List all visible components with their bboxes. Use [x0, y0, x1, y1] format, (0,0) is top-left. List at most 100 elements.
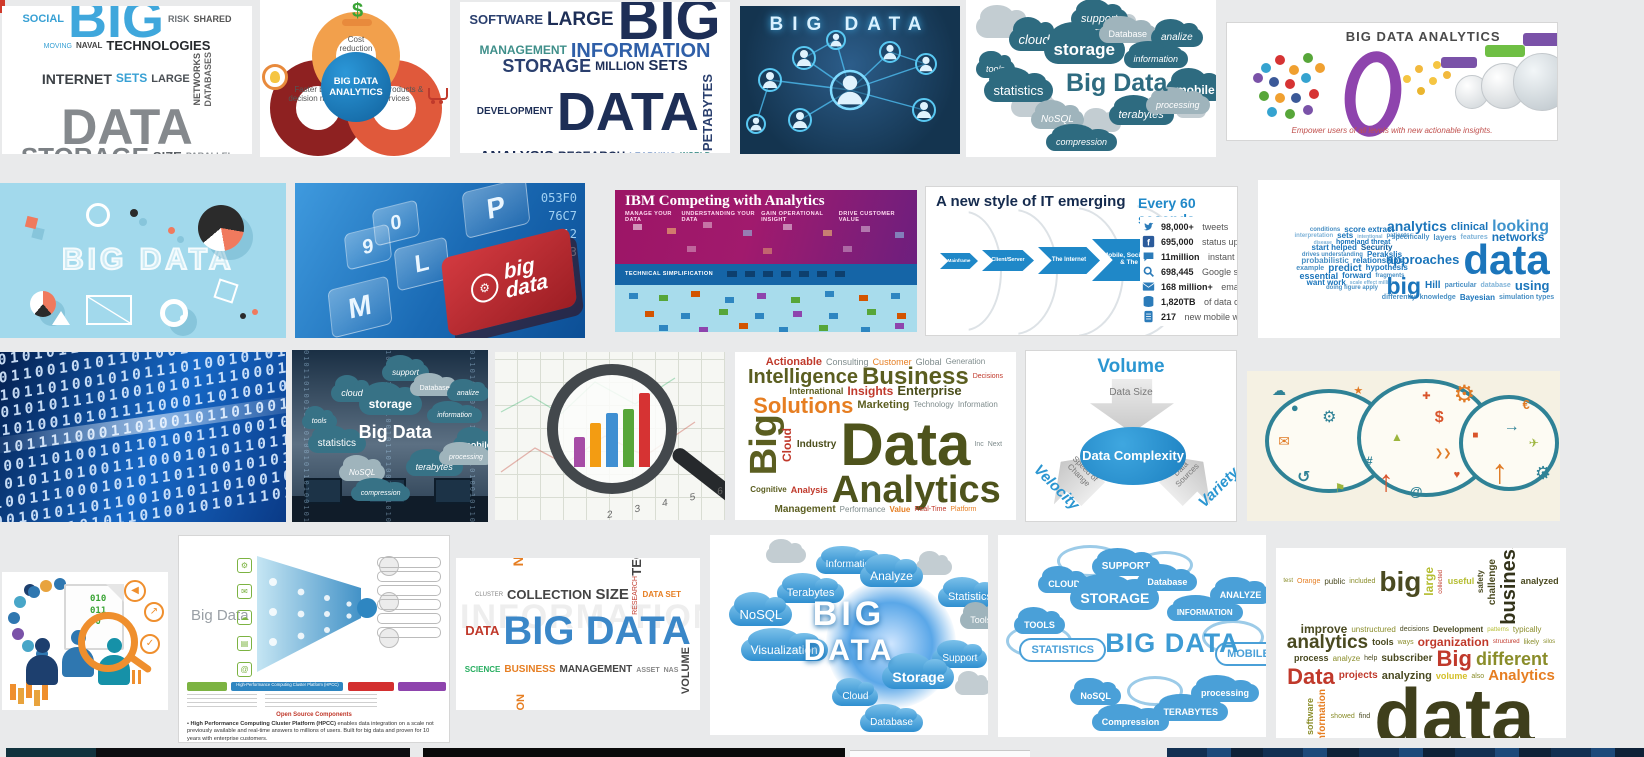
- word: included: [1349, 578, 1376, 586]
- word: Next: [987, 440, 1003, 448]
- trend-circle-icon: ↗: [144, 602, 164, 622]
- word: homeland threat: [1335, 238, 1391, 246]
- era-client-server: Client/Server: [982, 250, 1034, 271]
- magnifier-icon: [78, 612, 138, 672]
- word: ASSET: [636, 666, 660, 674]
- word: intentional: [1357, 233, 1383, 240]
- word: Inc: [974, 440, 984, 448]
- image-result-new-style-of-it-infographic[interactable]: A new style of IT emerging Mainframe Cli…: [925, 186, 1238, 336]
- word: Solutions: [753, 392, 854, 418]
- big-data-key-label: big data: [502, 253, 550, 304]
- green-icon-box: ☁: [237, 610, 252, 625]
- word: LARGE: [547, 9, 614, 31]
- word: INTERNET: [41, 70, 112, 87]
- word: database: [1480, 282, 1511, 289]
- word: Hill: [1425, 279, 1441, 291]
- word: SETS: [115, 71, 148, 86]
- next-row-image-top[interactable]: [423, 748, 845, 757]
- ring-label-decision: Faster better decision making: [288, 85, 346, 103]
- doodle-glyph-icon: ⚑: [1334, 481, 1346, 495]
- chart-box-shape: [86, 295, 132, 325]
- person-figure: [26, 638, 58, 685]
- cloud-label: Storage: [882, 653, 955, 689]
- word: big: [1379, 565, 1422, 597]
- doodle-glyph-icon: ★: [1353, 385, 1364, 397]
- monitor-silhouette: [434, 478, 472, 504]
- word: INFORMATION: [570, 40, 711, 63]
- label-box-green: [1485, 45, 1525, 57]
- word: STORAGE: [21, 144, 149, 154]
- cloud-label: Database: [1137, 564, 1198, 592]
- image-result-bigdata-keyboard-key[interactable]: P 0 9 L M ⚙ big data 053F0 76C7 12 23: [295, 183, 585, 338]
- sparkle-dots: [1403, 75, 1411, 83]
- word: RISK: [168, 14, 190, 25]
- green-icon-box: @: [237, 662, 252, 677]
- next-row-image-top[interactable]: [850, 750, 1030, 757]
- word: doing figure apply: [1326, 285, 1378, 292]
- social-icons-doodle: [1261, 63, 1271, 73]
- word: relationships: [1352, 256, 1403, 266]
- word: TECHNOLOGY: [629, 558, 644, 576]
- cloud-label: NoSQL: [1070, 677, 1121, 705]
- ibm-blue-blocks: [727, 271, 738, 278]
- word-cloud: SETHUNDREDSANALYTICSCOMPLEXSOCIALBIGRISK…: [2, 6, 252, 154]
- cloud-label: compression: [1046, 124, 1118, 152]
- stat-row: 1,820TB of data created: [1142, 294, 1237, 309]
- image-result-bigdata-people-network[interactable]: BIG DATA: [740, 6, 960, 154]
- chart-bar: [622, 409, 634, 467]
- cloud-shape: [765, 539, 806, 563]
- doodle-glyph-icon: €: [1522, 397, 1530, 412]
- square-shape: [24, 215, 39, 230]
- next-row-image-top[interactable]: [1167, 748, 1644, 757]
- twitter-icon: [1142, 220, 1155, 233]
- image-result-data-complexity-diagram[interactable]: Volume Data Size Data Complexity Speed o…: [1025, 350, 1237, 522]
- word: data: [1463, 236, 1550, 284]
- database-icon: [1142, 295, 1155, 308]
- word: COLLECTION: [507, 587, 592, 603]
- word: tools: [1372, 636, 1394, 647]
- section-bars: High-Performance Computing Cluster Platf…: [187, 682, 447, 700]
- word: test: [1283, 578, 1293, 585]
- word: collected: [1437, 569, 1444, 594]
- label-box-purple-2: [1441, 57, 1477, 68]
- image-result-bigdata-wordcloud-colorful[interactable]: INFORMATION SERVERINTERNETNETWORKTRENDAN…: [456, 558, 700, 710]
- word: NAVAL: [76, 41, 103, 51]
- word: NAS: [663, 666, 679, 674]
- image-result-analytics-people-illustration[interactable]: 010 011 00 ✓ ↗ ◀: [2, 572, 168, 710]
- image-result-ibm-competing-with-analytics[interactable]: IBM Competing with Analytics MANAGE YOUR…: [615, 190, 917, 332]
- next-row-image-top[interactable]: [6, 748, 410, 757]
- image-result-doodle-icon-clouds[interactable]: ⚙⚙⚙$€@#★✉●▲■↑↑→↺✚♥⚑☁✈❯❯: [1247, 371, 1560, 521]
- cloud-label: Visualization: [740, 628, 828, 661]
- image-result-bigdata-clouds-dark[interactable]: 0101101001011010010110100101 10100101101…: [292, 350, 488, 522]
- dot-shape-2: [168, 227, 175, 234]
- word: analyze: [1332, 653, 1361, 663]
- watermark-text: INFORMATION: [460, 598, 700, 636]
- image-result-bigdata-wordcloud-blue[interactable]: SETHUNDREDSANALYTICSCOMPLEXSOCIALBIGRISK…: [2, 6, 252, 154]
- doodle-glyph-icon: →: [1503, 418, 1520, 435]
- image-result-hpcc-big-data-diagram[interactable]: Big Data ⚙ ✉ ☁ ▤ @ High-Performance Comp…: [178, 535, 450, 743]
- image-result-binary-stream[interactable]: 10011100010101101100101011 0010101101100…: [0, 352, 286, 522]
- green-icon-box: ▤: [237, 636, 252, 651]
- image-result-bigdata-wordcloud-navy[interactable]: SOCIALGOVERNMENTPROCESSVOLUMETECHNOLOGIE…: [460, 2, 730, 153]
- word: PETABYTES: [699, 73, 715, 151]
- image-result-bigdata-analytics-rings[interactable]: $ Cost reduction Faster better decision …: [260, 0, 450, 157]
- image-result-bigdata-flat-illustration[interactable]: BIG DATA: [0, 183, 286, 338]
- dollar-icon: $: [352, 0, 364, 22]
- cloud-label: processing: [1190, 675, 1259, 703]
- doodle-glyph-icon: ↑: [1491, 453, 1509, 491]
- word-cloud: SOCIALGOVERNMENTPROCESSVOLUMETECHNOLOGIE…: [460, 2, 730, 153]
- word: DATA: [61, 98, 193, 154]
- word: Development: [1432, 624, 1484, 634]
- word: BIG: [617, 2, 721, 52]
- image-result-bigdata-analytics-banner[interactable]: BIG DATA ANALYTICS Empower users of all …: [1226, 22, 1558, 141]
